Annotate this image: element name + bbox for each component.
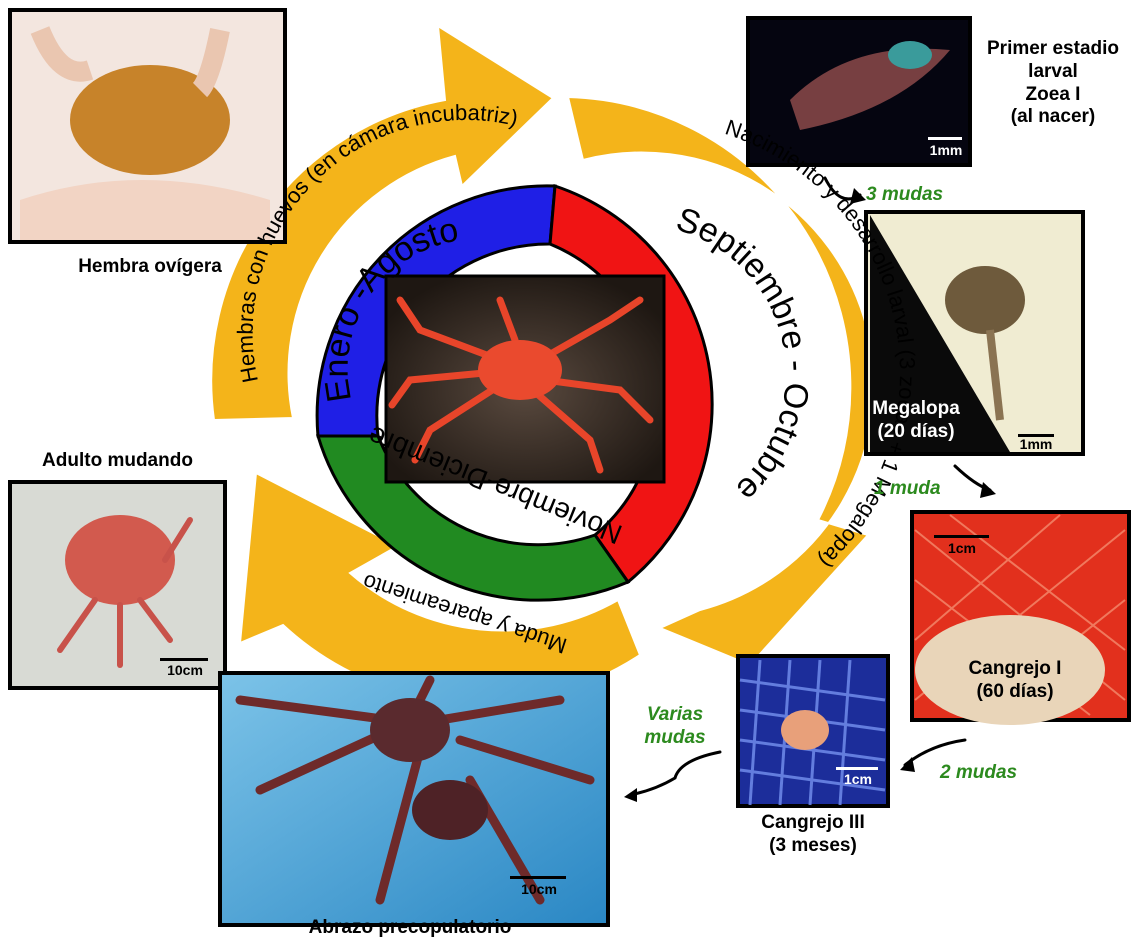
molt-1: 1 muda <box>874 478 954 501</box>
label-abrazo: Abrazo precopulatorio <box>260 917 560 940</box>
scale-cangrejo3: 1cm <box>836 771 880 788</box>
label-cangrejo1: Cangrejo I (60 días) <box>940 658 1090 704</box>
scale-cangrejo1: 1cm <box>940 540 984 557</box>
scale-zoea: 1mm <box>924 142 968 159</box>
photo-adulto-mudando <box>10 482 225 688</box>
scale-megalopa: 1mm <box>1014 436 1058 453</box>
photo-hembra-ovigera <box>10 10 285 242</box>
molt-varias: Varias mudas <box>625 704 725 750</box>
molt-2: 2 mudas <box>940 762 1040 785</box>
label-hembra-ovigera: Hembra ovígera <box>40 256 260 279</box>
label-zoea: Primer estadio larval Zoea I (al nacer) <box>978 38 1128 129</box>
scale-adulto: 10cm <box>158 662 212 679</box>
molt-3: 3 mudas <box>866 184 956 207</box>
scale-abrazo: 10cm <box>510 881 568 898</box>
label-adulto-mudando: Adulto mudando <box>10 450 225 473</box>
label-megalopa: Megalopa (20 días) <box>866 398 966 444</box>
label-cangrejo3: Cangrejo III (3 meses) <box>738 812 888 858</box>
